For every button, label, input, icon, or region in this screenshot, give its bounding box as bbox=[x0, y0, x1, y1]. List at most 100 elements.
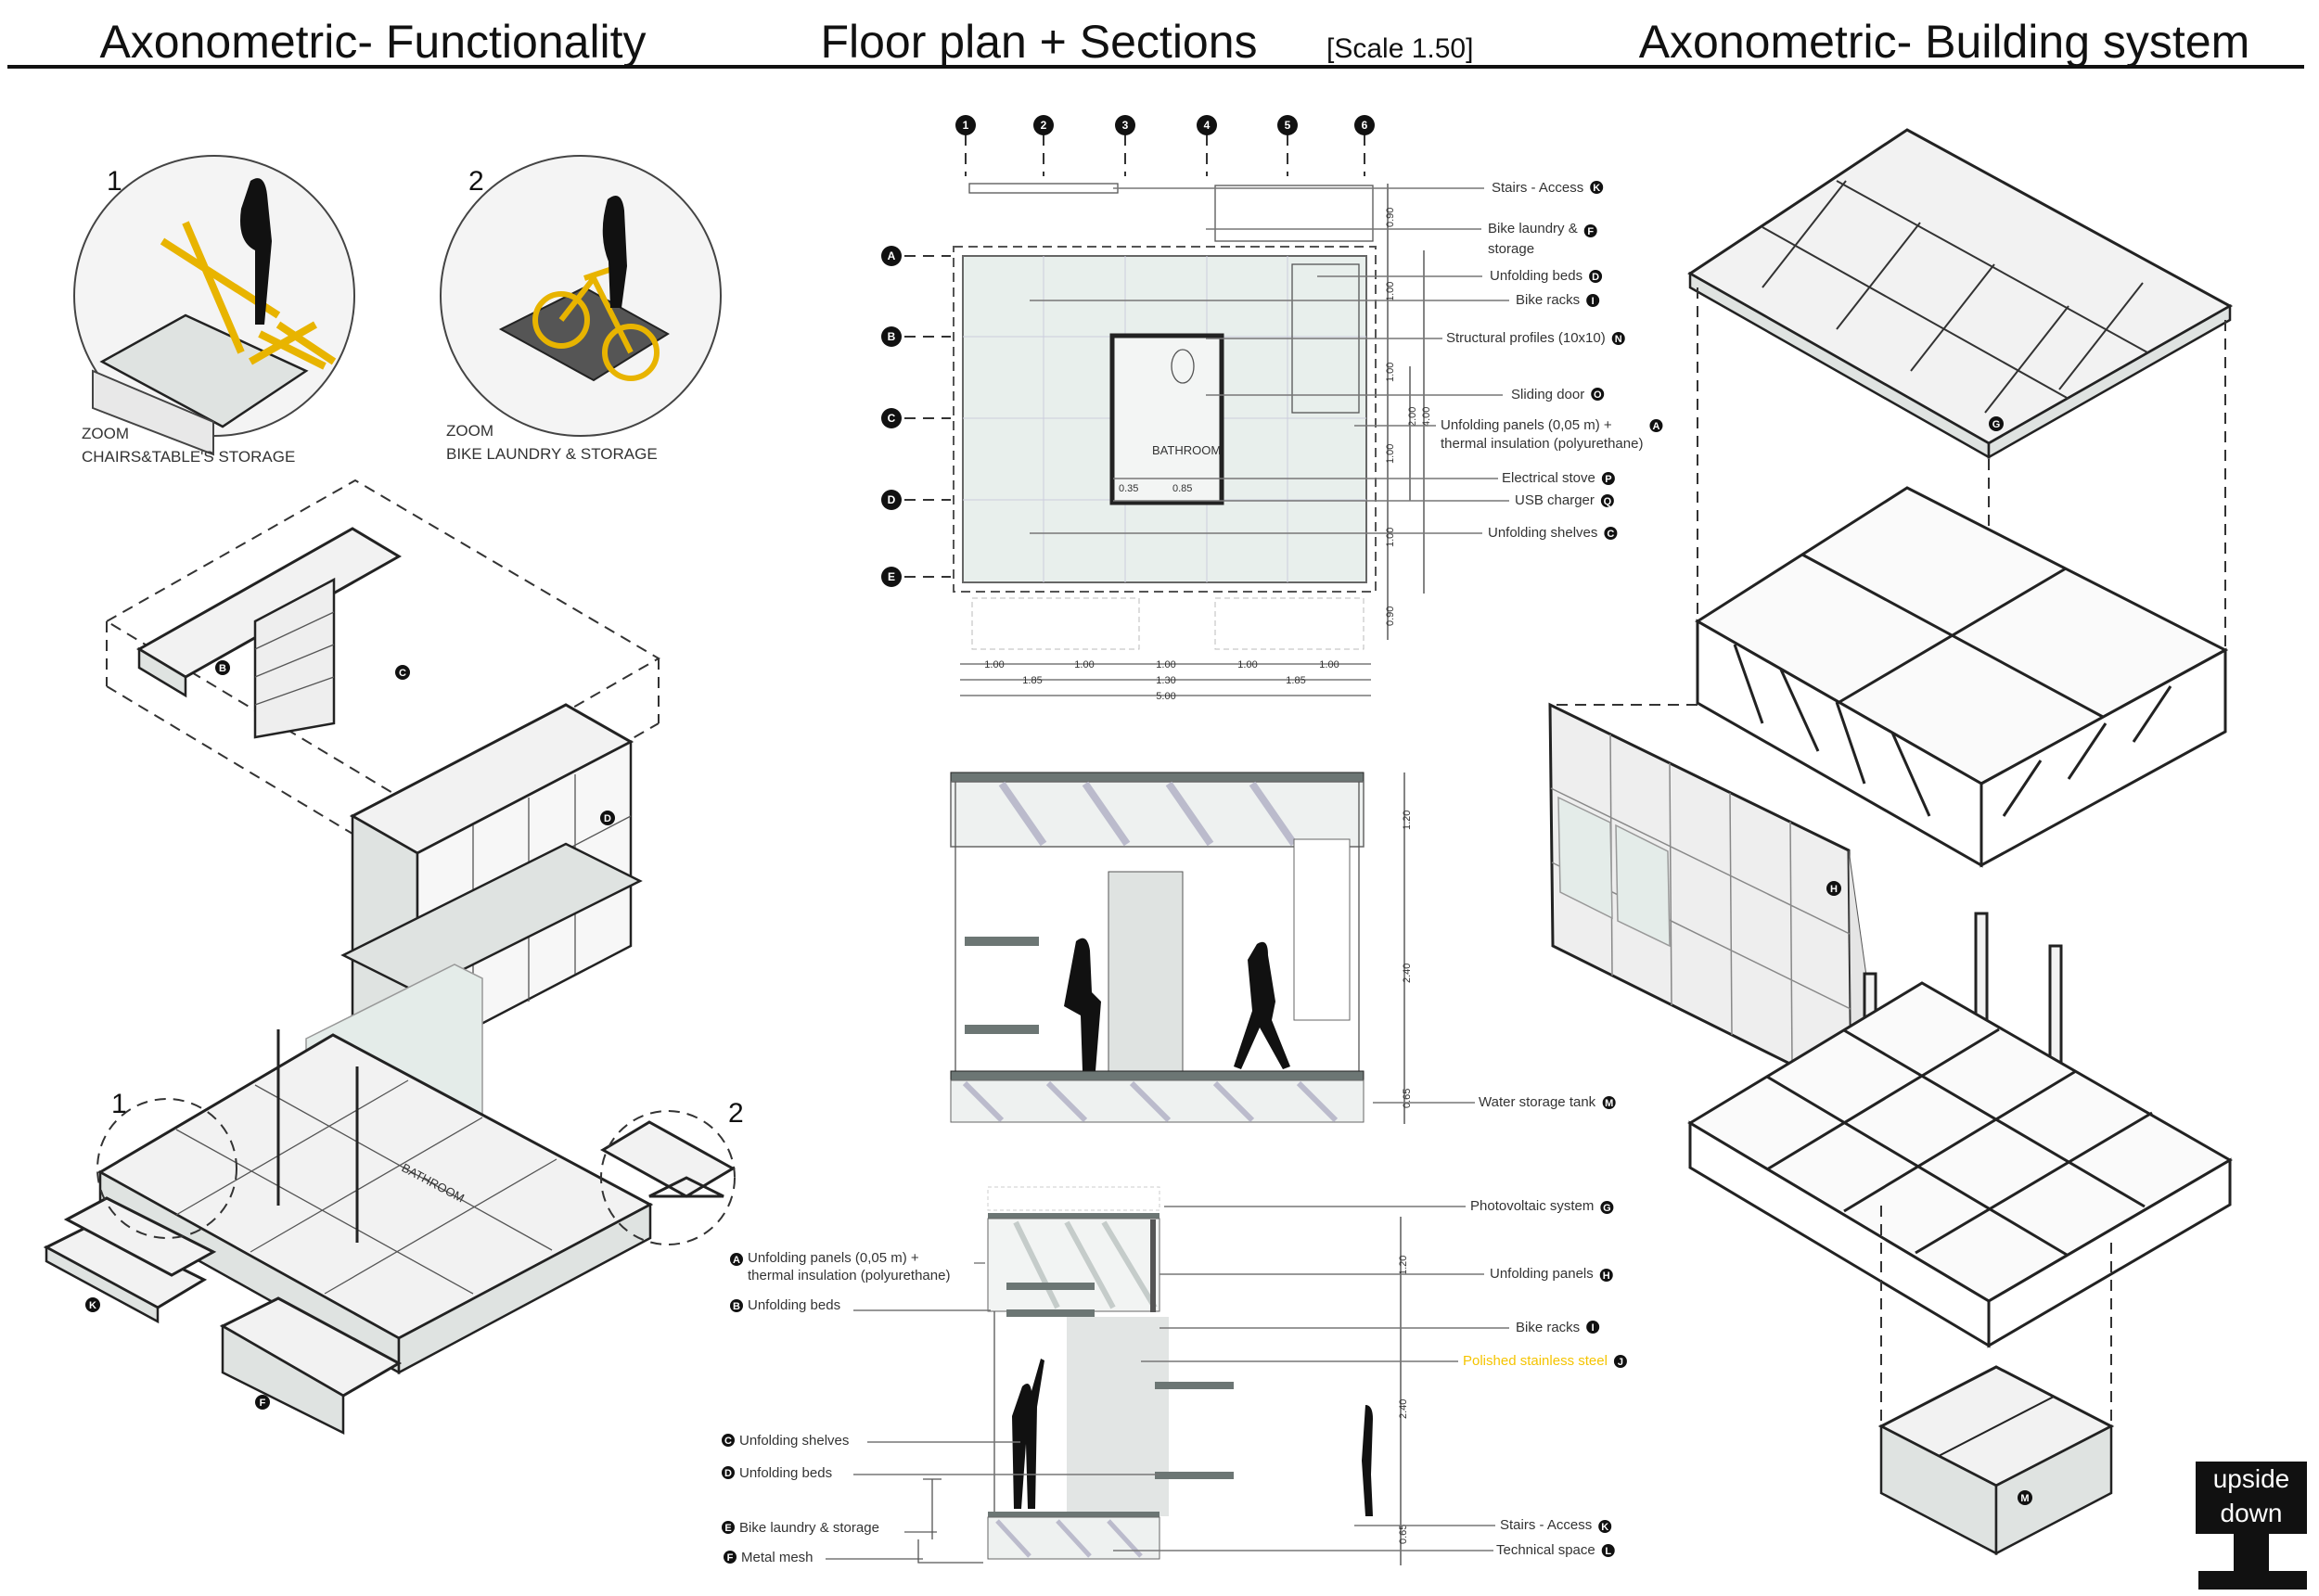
svg-text:J: J bbox=[1618, 1357, 1623, 1368]
svg-text:A: A bbox=[888, 249, 896, 262]
titles: Axonometric- Functionality Floor plan + … bbox=[7, 16, 2304, 69]
unfolding-bed bbox=[1006, 1283, 1095, 1290]
zoom-callout-2 bbox=[600, 1110, 736, 1245]
svg-text:1.30: 1.30 bbox=[1156, 675, 1175, 686]
grid-axes-rows: A B C D E bbox=[881, 246, 951, 587]
svg-text:2: 2 bbox=[1041, 119, 1047, 132]
svg-text:Stairs - Access: Stairs - Access bbox=[1492, 180, 1583, 196]
svg-text:Unfolding beds: Unfolding beds bbox=[739, 1465, 832, 1481]
bike-icon bbox=[532, 291, 590, 349]
svg-text:1.00: 1.00 bbox=[1156, 659, 1175, 670]
vertical-dimensions: 0.90 1.00 1.00 2.00 4.00 1.00 1.00 0.90 bbox=[1385, 208, 1432, 626]
svg-text:1.00: 1.00 bbox=[1385, 528, 1396, 547]
svg-text:Bike racks: Bike racks bbox=[1516, 292, 1580, 308]
photovoltaic-panel bbox=[987, 1186, 1160, 1211]
title-axonometric-building-system: Axonometric- Building system bbox=[1639, 16, 2250, 68]
bathroom-label: BATHROOM bbox=[1152, 443, 1221, 457]
svg-text:1: 1 bbox=[963, 119, 969, 132]
roof-photovoltaic: G bbox=[1687, 128, 2234, 460]
callout-number: 1 bbox=[111, 1089, 127, 1119]
svg-text:4.00: 4.00 bbox=[1421, 407, 1432, 427]
logo-text: upside bbox=[2213, 1464, 2290, 1493]
zoom-callout-1 bbox=[96, 1098, 237, 1239]
unfolding-bed bbox=[965, 937, 1039, 946]
svg-text:F: F bbox=[727, 1552, 734, 1564]
svg-text:B: B bbox=[219, 663, 226, 674]
unfolding-panel bbox=[1150, 1219, 1156, 1312]
svg-text:H: H bbox=[1603, 1270, 1610, 1282]
svg-text:2.40: 2.40 bbox=[1398, 1399, 1409, 1419]
svg-text:P: P bbox=[1605, 474, 1611, 485]
svg-text:F: F bbox=[260, 1398, 266, 1409]
svg-text:M: M bbox=[2020, 1493, 2029, 1504]
svg-text:0.35: 0.35 bbox=[1119, 483, 1138, 494]
svg-text:1.20: 1.20 bbox=[1402, 811, 1413, 830]
structural-frame bbox=[1695, 486, 2229, 868]
svg-text:L: L bbox=[1605, 1546, 1611, 1557]
svg-text:1.00: 1.00 bbox=[1385, 444, 1396, 464]
person-silhouette bbox=[602, 196, 627, 308]
svg-text:I: I bbox=[1592, 1322, 1595, 1334]
scale-label: [Scale 1.50] bbox=[1326, 33, 1473, 64]
base-platform-frame bbox=[1687, 981, 2233, 1348]
floor-plan: 1 2 3 4 5 6 A B C D E BATHROOM 0.35 0.85 bbox=[881, 115, 1663, 702]
zoom-label: ZOOM bbox=[446, 422, 493, 440]
section-1: 1.20 2.40 0.65 Water storage tank M bbox=[950, 772, 1616, 1124]
svg-text:Stairs - Access: Stairs - Access bbox=[1500, 1517, 1592, 1533]
title-floor-plan-sections: Floor plan + Sections bbox=[820, 16, 1257, 68]
bathroom-plan bbox=[1109, 333, 1224, 505]
zoom-caption: BIKE LAUNDRY & STORAGE bbox=[446, 445, 658, 463]
svg-text:5: 5 bbox=[1285, 119, 1291, 132]
svg-text:E: E bbox=[888, 570, 895, 583]
svg-text:B: B bbox=[733, 1301, 740, 1312]
svg-text:A: A bbox=[1652, 421, 1659, 432]
svg-text:0.90: 0.90 bbox=[1385, 606, 1396, 626]
svg-text:Unfolding shelves: Unfolding shelves bbox=[739, 1433, 849, 1449]
svg-text:N: N bbox=[1615, 334, 1622, 345]
svg-text:5.00: 5.00 bbox=[1156, 691, 1175, 702]
svg-text:I: I bbox=[1592, 296, 1595, 307]
svg-text:Bike laundry &: Bike laundry & bbox=[1488, 221, 1578, 236]
zoom-caption: CHAIRS&TABLE'S STORAGE bbox=[82, 448, 295, 466]
svg-text:D: D bbox=[604, 813, 611, 824]
svg-text:B: B bbox=[888, 330, 896, 343]
svg-text:1.85: 1.85 bbox=[1286, 675, 1305, 686]
svg-text:D: D bbox=[888, 493, 896, 506]
zoom-number: 1 bbox=[107, 166, 122, 197]
axonometric-building-system: G H bbox=[1548, 128, 2234, 1556]
grid-axes-columns: 1 2 3 4 5 6 bbox=[955, 115, 1375, 176]
svg-text:0.90: 0.90 bbox=[1385, 208, 1396, 227]
svg-text:Unfolding beds: Unfolding beds bbox=[1490, 268, 1582, 284]
folding-table-icon bbox=[249, 321, 327, 370]
svg-text:0.85: 0.85 bbox=[1172, 483, 1192, 494]
svg-text:Sliding door: Sliding door bbox=[1511, 387, 1584, 402]
bathroom-door bbox=[1108, 871, 1184, 1072]
svg-text:Unfolding shelves: Unfolding shelves bbox=[1488, 525, 1597, 541]
water-tank-label: Water storage tank bbox=[1479, 1094, 1596, 1110]
svg-text:D: D bbox=[724, 1468, 732, 1479]
svg-text:K: K bbox=[1601, 1522, 1608, 1533]
svg-text:1.00: 1.00 bbox=[1385, 363, 1396, 382]
svg-text:G: G bbox=[1992, 419, 2001, 430]
stairs-ladder bbox=[1293, 838, 1351, 1021]
water-storage-tank: M bbox=[1877, 1365, 2115, 1556]
polished-steel-core bbox=[1067, 1317, 1169, 1516]
svg-text:Technical space: Technical space bbox=[1496, 1542, 1595, 1558]
svg-text:Unfolding beds: Unfolding beds bbox=[748, 1297, 840, 1313]
svg-text:Unfolding panels: Unfolding panels bbox=[1490, 1266, 1594, 1282]
svg-text:1.00: 1.00 bbox=[1074, 659, 1094, 670]
svg-text:1.00: 1.00 bbox=[1385, 282, 1396, 301]
svg-text:1.00: 1.00 bbox=[1319, 659, 1339, 670]
axonometric-functionality: 1 2 BATHROOM B C D K F bbox=[43, 479, 744, 1436]
person-silhouette bbox=[1362, 1405, 1373, 1516]
zoom-detail-2: 2 ZOOM BIKE LAUNDRY & STORAGE bbox=[440, 155, 722, 463]
person-silhouette bbox=[1064, 938, 1101, 1071]
svg-text:A: A bbox=[733, 1255, 740, 1266]
svg-text:H: H bbox=[1830, 884, 1838, 895]
svg-text:C: C bbox=[1607, 529, 1614, 540]
bike-rack bbox=[600, 1120, 736, 1198]
